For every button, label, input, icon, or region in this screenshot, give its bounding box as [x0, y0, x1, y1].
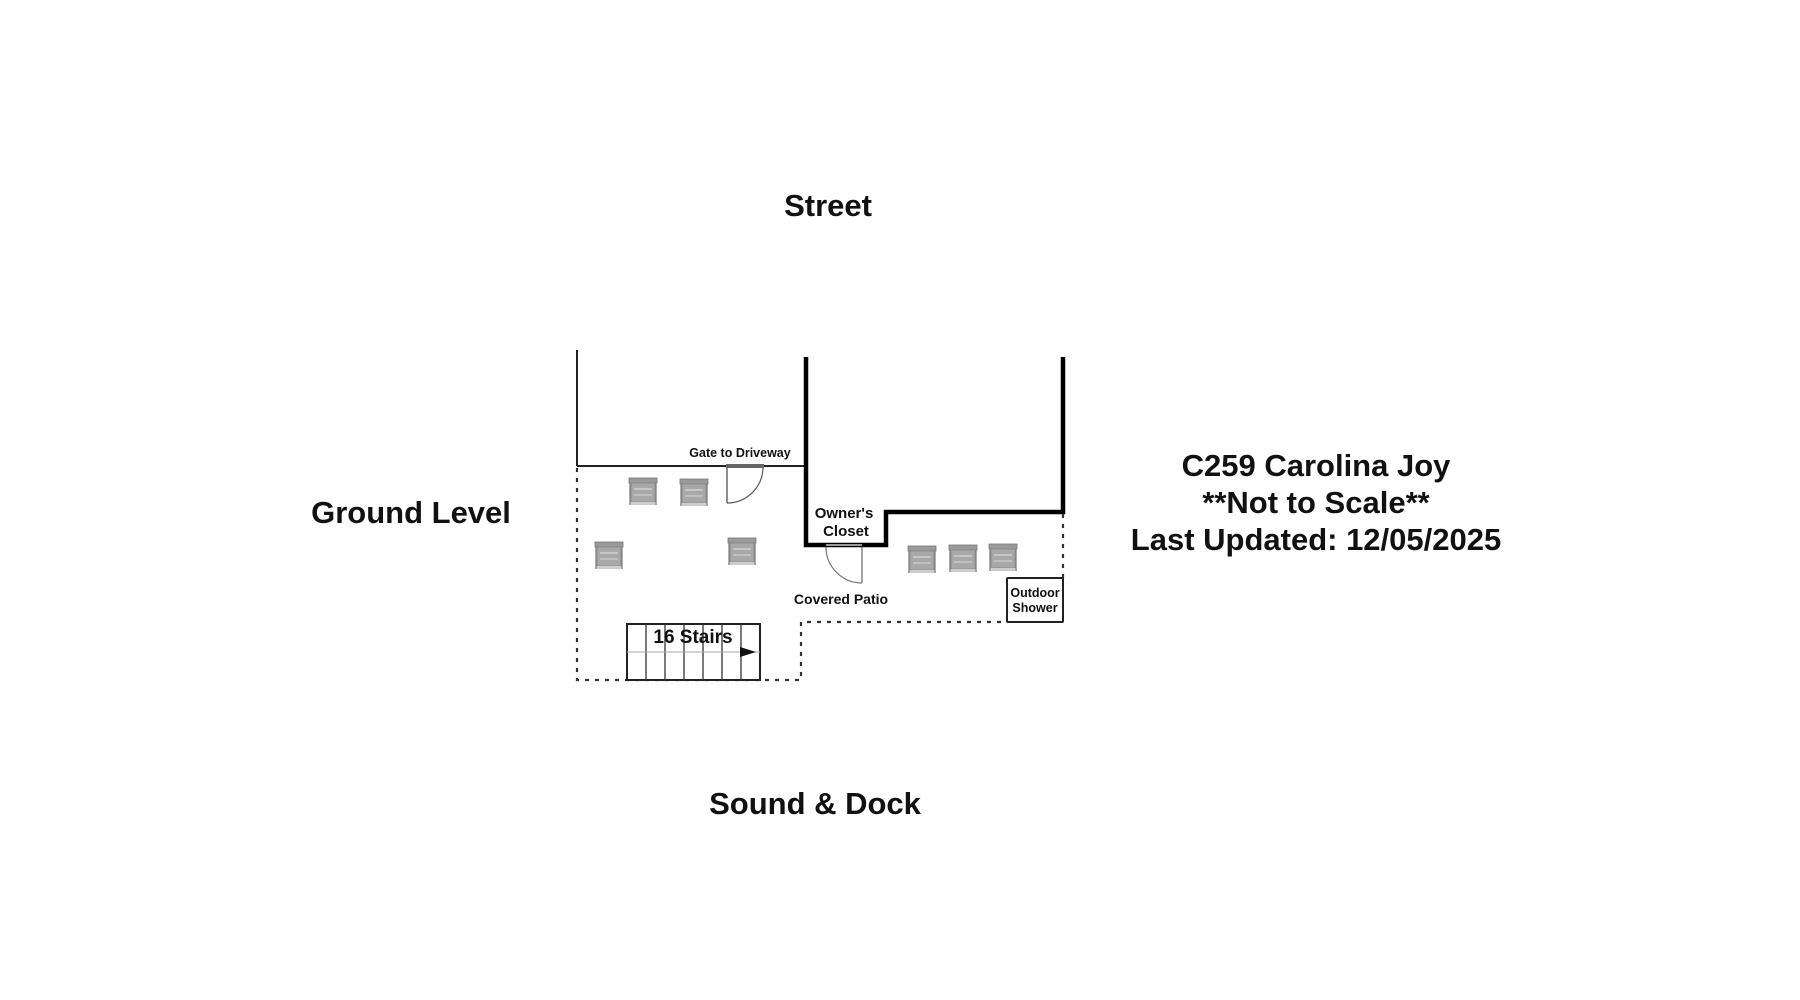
- closet-label-line1: Owner's: [815, 505, 874, 522]
- street-label: Street: [784, 188, 872, 223]
- patio-chair-icon: [907, 545, 937, 573]
- stairs-direction-arrow-icon: [740, 647, 756, 657]
- stairs: 16 Stairs: [626, 623, 761, 681]
- stairs-label: 16 Stairs: [653, 627, 732, 648]
- outdoor-shower: Outdoor Shower: [1006, 577, 1064, 623]
- patio-dashed-outline: [575, 468, 1007, 682]
- patio-chair-icon: [628, 477, 658, 505]
- patio-chair-icon: [948, 544, 978, 572]
- house-outline-wall: [803, 357, 1066, 548]
- gate-door-threshold: [726, 464, 764, 468]
- scale-note: **Not to Scale**: [1202, 485, 1430, 520]
- yard-fence: [576, 350, 806, 467]
- gate-door-swing-arc: [726, 467, 764, 504]
- patio-chair-icon: [727, 537, 757, 565]
- house-walls: [803, 357, 1066, 548]
- closet-door-swing-arc: [825, 546, 863, 584]
- covered-patio-boundary: [575, 468, 1065, 682]
- gate-label: Gate to Driveway: [689, 446, 790, 460]
- patio-chair-icon: [594, 541, 624, 569]
- patio-chairs: [594, 477, 1018, 573]
- shower-label-line2: Shower: [1012, 601, 1057, 615]
- shower-label-line1: Outdoor: [1010, 586, 1059, 600]
- outdoor-shower-box: [1006, 577, 1064, 623]
- patio-chair-icon: [679, 478, 709, 506]
- closet-door[interactable]: [825, 544, 863, 584]
- gate-door[interactable]: [726, 464, 764, 504]
- ground-level-label: Ground Level: [311, 495, 511, 530]
- last-updated: Last Updated: 12/05/2025: [1130, 522, 1502, 557]
- closet-label-line2: Closet: [823, 523, 869, 540]
- covered-patio-label: Covered Patio: [794, 591, 888, 607]
- patio-chair-icon: [988, 543, 1018, 571]
- property-name: C259 Carolina Joy: [1181, 448, 1451, 483]
- sound-dock-label: Sound & Dock: [709, 786, 921, 821]
